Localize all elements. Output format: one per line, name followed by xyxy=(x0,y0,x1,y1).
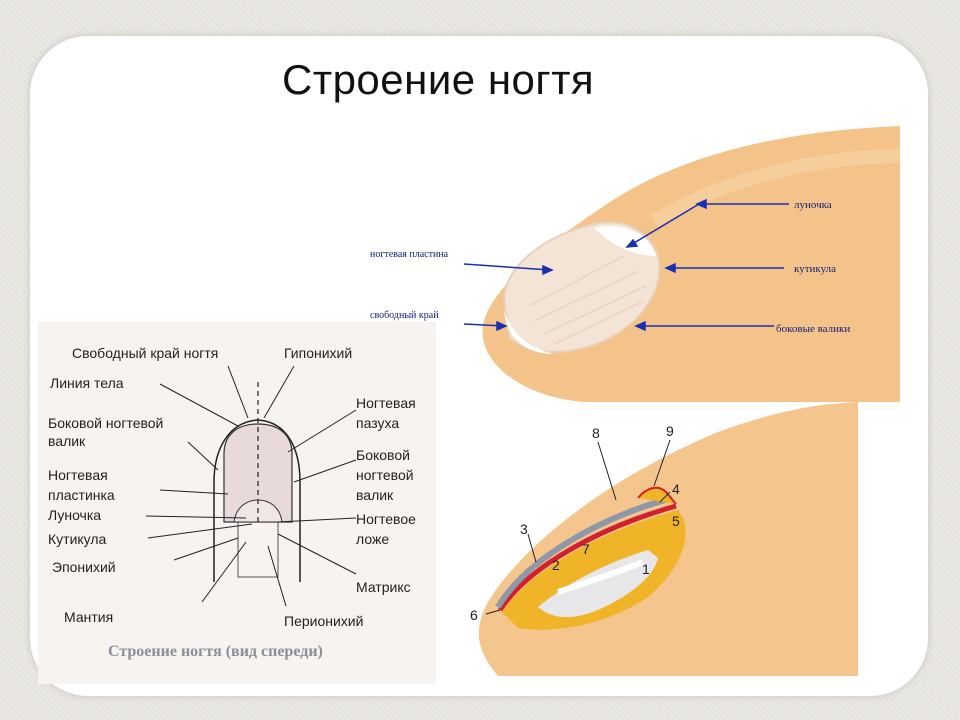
label-matrix: Матрикс xyxy=(356,579,411,595)
num-3: 3 xyxy=(520,521,528,537)
label-bed-1: Ногтевое xyxy=(356,511,416,527)
label-body-line: Линия тела xyxy=(50,375,124,391)
num-4: 4 xyxy=(672,481,680,497)
num-6: 6 xyxy=(470,607,478,623)
label-cuticle: кутикула xyxy=(794,263,836,275)
nail-plate-section xyxy=(495,495,673,609)
label-plate-1: Ногтевая xyxy=(48,467,108,483)
free-edge-shape xyxy=(504,311,554,354)
num-8: 8 xyxy=(592,425,600,441)
num-9: 9 xyxy=(666,423,674,439)
front-view-diagram: Свободный край ногтя Линия тела Боковой … xyxy=(38,322,436,684)
cross-section-svg: 1 2 3 4 5 6 7 8 9 xyxy=(470,402,858,676)
label-side-fold-right-2: ногтевой xyxy=(356,467,414,483)
label-sinus-2: пазуха xyxy=(356,415,399,431)
num-7: 7 xyxy=(582,541,590,557)
front-view-caption: Строение ногтя (вид спереди) xyxy=(108,643,323,660)
label-hyponychium: Гипонихий xyxy=(284,345,352,361)
slide-title: Строение ногтя xyxy=(282,56,595,103)
label-mantle: Мантия xyxy=(64,609,113,625)
label-cuticle-front: Кутикула xyxy=(48,531,107,547)
label-side-folds: боковые валики xyxy=(776,323,850,335)
label-perionychium: Перионихий xyxy=(284,613,363,629)
label-side-fold-left-2: валик xyxy=(48,433,86,449)
label-free-edge-front: Свободный край ногтя xyxy=(72,345,218,361)
num-5: 5 xyxy=(672,513,680,529)
label-sinus-1: Ногтевая xyxy=(356,395,416,411)
label-lunula-front: Луночка xyxy=(48,507,101,523)
label-eponychium: Эпонихий xyxy=(52,559,116,575)
top-nail-svg: луночка ногтевая пластина кутикула свобо… xyxy=(370,126,900,402)
front-view-svg: Свободный край ногтя Линия тела Боковой … xyxy=(48,345,416,660)
label-side-fold-left-1: Боковой ногтевой xyxy=(48,415,163,431)
cross-section-diagram: 1 2 3 4 5 6 7 8 9 xyxy=(458,402,858,676)
label-free-edge: свободный край xyxy=(370,310,439,321)
label-bed-2: ложе xyxy=(356,531,389,547)
nail-plate xyxy=(502,221,661,353)
num-2: 2 xyxy=(552,557,560,573)
label-lunula: луночка xyxy=(794,199,832,211)
lunula-shape xyxy=(594,225,656,256)
top-nail-diagram: луночка ногтевая пластина кутикула свобо… xyxy=(354,96,900,402)
label-side-fold-right-1: Боковой xyxy=(356,447,410,463)
finger-highlight xyxy=(650,149,900,228)
label-nail-plate: ногтевая пластина xyxy=(370,249,449,260)
label-plate-2: пластинка xyxy=(48,487,115,503)
num-1: 1 xyxy=(642,561,650,577)
label-side-fold-right-3: валик xyxy=(356,487,394,503)
red-layer xyxy=(497,503,677,612)
